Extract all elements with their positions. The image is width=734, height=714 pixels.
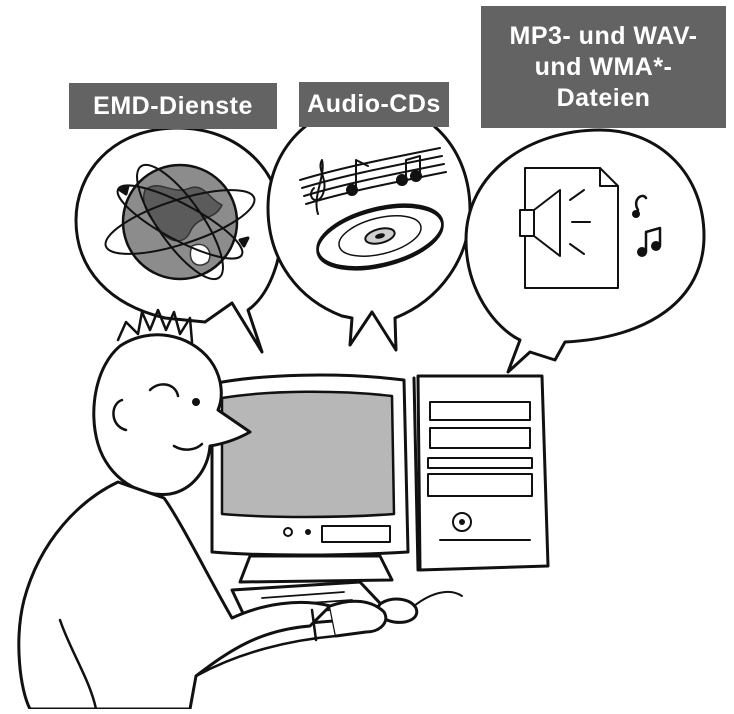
emd-services-label: EMD-Dienste (69, 83, 277, 129)
files-label: MP3- und WAV- und WMA*- Dateien (481, 6, 726, 128)
cd-disc-icon (316, 203, 444, 271)
files-text-line3: Dateien (556, 83, 651, 112)
speaker-document-icon (519, 167, 662, 289)
emd-bubble (74, 126, 284, 354)
files-text-line1: MP3- und WAV- (509, 21, 698, 50)
music-notes-icon (299, 147, 447, 215)
monitor (210, 373, 410, 584)
audio-cd-bubble (266, 102, 472, 352)
monitor-screen (220, 390, 396, 519)
emd-services-text: EMD-Dienste (93, 91, 253, 120)
computer-tower (412, 374, 550, 572)
audio-cds-text: Audio-CDs (307, 90, 441, 118)
globe-icon (104, 163, 256, 281)
files-bubble (464, 128, 706, 374)
audio-cds-label: Audio-CDs (299, 82, 449, 127)
person (17, 308, 388, 711)
files-text-line2: und WMA*- (534, 52, 673, 81)
